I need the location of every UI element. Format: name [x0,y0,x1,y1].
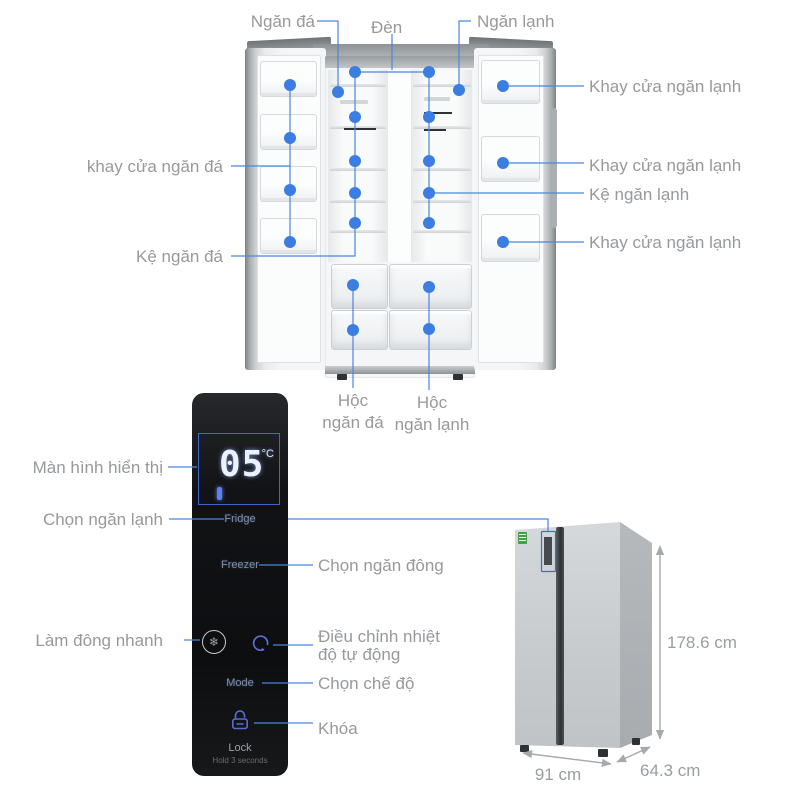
cabinet-top-band [325,56,475,68]
mode-button-label: Mode [226,677,254,689]
fridge-foot [520,745,529,752]
callout-cooler-door-tray-2: Khay cửa ngăn lạnh [589,156,742,175]
callout-cooler-shelf: Kệ ngăn lạnh [589,185,690,204]
freezer-shelf-line [330,230,386,233]
callout-select-freezer: Chọn ngăn đông [318,556,444,575]
callout-freezer-drawer: Hộc ngăn đá [306,390,400,434]
cooler-shelf-line [413,84,471,87]
snowflake-icon: ❄ [202,630,226,654]
callout-cooler-door-tray-1: Khay cửa ngăn lạnh [589,77,742,96]
cooler-door-tray [481,60,540,104]
cooler-door-tray [481,136,540,182]
freezer-shelf-line [330,168,386,171]
callout-freezer-compartment: Ngăn đá [250,12,315,31]
callout-freezer-drawer-line2: ngăn đá [322,413,384,432]
callout-freezer-drawer-line1: Hộc [337,391,369,410]
cabinet-base [325,366,475,374]
lock-hint: Hold 3 seconds [212,756,268,765]
closed-fridge-handle [556,527,564,745]
temperature-unit: °C [261,448,274,460]
callout-cooler-door-tray-3: Khay cửa ngăn lạnh [589,233,742,252]
callout-cooler-drawer-line2: ngăn lạnh [394,415,470,434]
callout-lock: Khóa [318,719,358,738]
closed-fridge-display [544,537,552,565]
callout-freezer-shelf: Kệ ngăn đá [136,247,223,266]
fridge-foot [337,374,347,380]
height-dimension: 178.6 cm [667,633,737,652]
freezer-door-tray [260,218,317,254]
freezer-shelf-line [330,126,386,129]
freezer-door [245,48,326,370]
callout-auto-temp-line2: độ tự động [318,645,401,664]
closed-fridge-side [620,522,652,748]
temperature-value: 05 [219,444,265,485]
cooler-drawer [389,310,472,350]
cooler-door-handle [550,108,557,228]
callout-select-mode: Chọn chế độ [318,674,415,693]
fridge-foot [453,374,463,380]
interior-sticker [424,97,450,101]
lock-icon [231,710,248,730]
freezer-door-tray [260,61,317,97]
freezer-door-liner [257,55,321,363]
shelf-trim [424,129,446,131]
freezer-drawer [331,264,388,309]
display-indicator [217,487,222,500]
callout-auto-temp: Điều chỉnh nhiệt độ tự động [318,628,440,664]
cooler-door-tray [481,214,540,262]
freezer-compartment [328,70,387,262]
callout-cooler-drawer-line1: Hộc [416,393,448,412]
cooler-shelf-line [413,126,471,129]
callout-cooler-compartment: Ngăn lạnh [477,12,555,31]
callout-select-fridge: Chọn ngăn lạnh [42,510,163,529]
control-panel: 05 °C Fridge Freezer ❄ Mode Lock Hold 3 … [192,393,288,776]
callout-quick-freeze: Làm đông nhanh [35,631,163,650]
cooler-door-liner [478,55,544,363]
cooler-drawer [389,264,472,309]
center-divider [387,70,413,262]
lock-label: Lock [228,742,252,754]
energy-label-badge [518,532,527,544]
cooler-shelf-line [413,168,471,171]
freezer-door-tray [260,114,317,150]
auto-temp-icon [252,635,269,651]
callout-auto-temp-line1: Điều chỉnh nhiệt [318,627,440,646]
fridge-foot [598,749,608,757]
freezer-door-tray [260,166,317,202]
cooler-shelf-line [413,200,471,203]
callout-light: Đèn [371,18,403,37]
callout-display-screen: Màn hình hiển thị [32,458,163,477]
depth-dimension: 64.3 cm [640,761,701,780]
callout-freezer-door-tray: khay cửa ngăn đá [86,157,223,176]
interior-sticker [340,100,368,104]
snowflake-glyph: ❄ [208,635,220,649]
width-dimension: 91 cm [534,765,582,784]
shelf-trim [424,112,452,114]
temperature-display: 05 °C [198,433,280,505]
freezer-shelf-line [330,200,386,203]
cooler-shelf-line [413,230,471,233]
freezer-shelf-line [330,84,386,87]
freezer-button-label: Freezer [221,559,259,571]
cooler-door [474,48,557,370]
fridge-button-label: Fridge [224,513,256,525]
callout-cooler-drawer: Hộc ngăn lạnh [382,392,482,436]
closed-fridge-front [515,522,620,748]
shelf-trim [344,128,376,130]
freezer-drawer [331,310,388,350]
fridge-cabinet [325,56,475,380]
fridge-foot [632,738,640,745]
